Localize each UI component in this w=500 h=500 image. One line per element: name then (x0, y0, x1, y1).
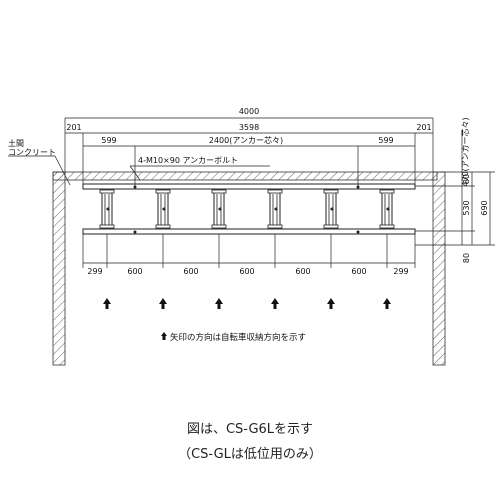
caption-line1: 図は、CS-G6Lを示す (186, 422, 314, 437)
dim-bottom-5: 600 (295, 267, 310, 276)
bottom-dimension-lines (82, 234, 416, 268)
dim-bottom-6: 600 (351, 267, 366, 276)
top-dimension-lines (64, 117, 434, 187)
direction-arrow-icon (271, 298, 279, 309)
right-dimension-lines (415, 130, 495, 246)
dim-edge-right: 599 (378, 136, 393, 145)
dim-right-mid: 530 (462, 200, 471, 215)
dim-overall: 4000 (239, 107, 259, 116)
direction-arrow-icon (103, 298, 111, 309)
dim-end-right: 201 (416, 123, 431, 132)
bicycle-stand (379, 189, 395, 229)
dim-end-left: 201 (66, 123, 81, 132)
bicycle-stand (267, 189, 283, 229)
dim-inner: 3598 (239, 123, 259, 132)
bicycle-stand (323, 189, 339, 229)
dim-right-anchor: 470(アンカー芯々) (460, 117, 470, 186)
anchor-bolt-label: 4-M10×90 アンカーボルト (138, 156, 238, 165)
dim-right-bottom: 80 (462, 253, 471, 263)
direction-arrow-icon (215, 298, 223, 309)
dim-bottom-2: 600 (127, 267, 142, 276)
rack-rails (82, 183, 440, 235)
dim-anchor-pitch: 2400(アンカー芯々) (209, 135, 283, 145)
dim-right-top: 80 (462, 174, 471, 184)
dim-right-total: 690 (480, 200, 489, 215)
direction-arrow-icon (159, 298, 167, 309)
bicycle-stand (155, 189, 171, 229)
dim-bottom-3: 600 (183, 267, 198, 276)
bicycle-stands (99, 189, 395, 229)
arrow-note: 矢印の方向は自転車収納方向を示す (170, 332, 306, 343)
dim-edge-left: 599 (101, 136, 116, 145)
concrete-wall (52, 171, 446, 366)
dim-bottom-4: 600 (239, 267, 254, 276)
dim-bottom-1: 299 (87, 267, 102, 276)
dim-bottom-7: 299 (393, 267, 408, 276)
ground-label-line2: コンクリート (8, 148, 56, 157)
direction-arrow-icon (383, 298, 391, 309)
ground-label-leader (8, 155, 71, 186)
ground-label-line1: 土間 (8, 138, 24, 148)
note-arrow-icon (161, 332, 167, 340)
bicycle-stand (99, 189, 115, 229)
caption-line2: （CS-GLは低位用のみ） (178, 447, 322, 462)
direction-arrow-icon (327, 298, 335, 309)
bicycle-stand (211, 189, 227, 229)
